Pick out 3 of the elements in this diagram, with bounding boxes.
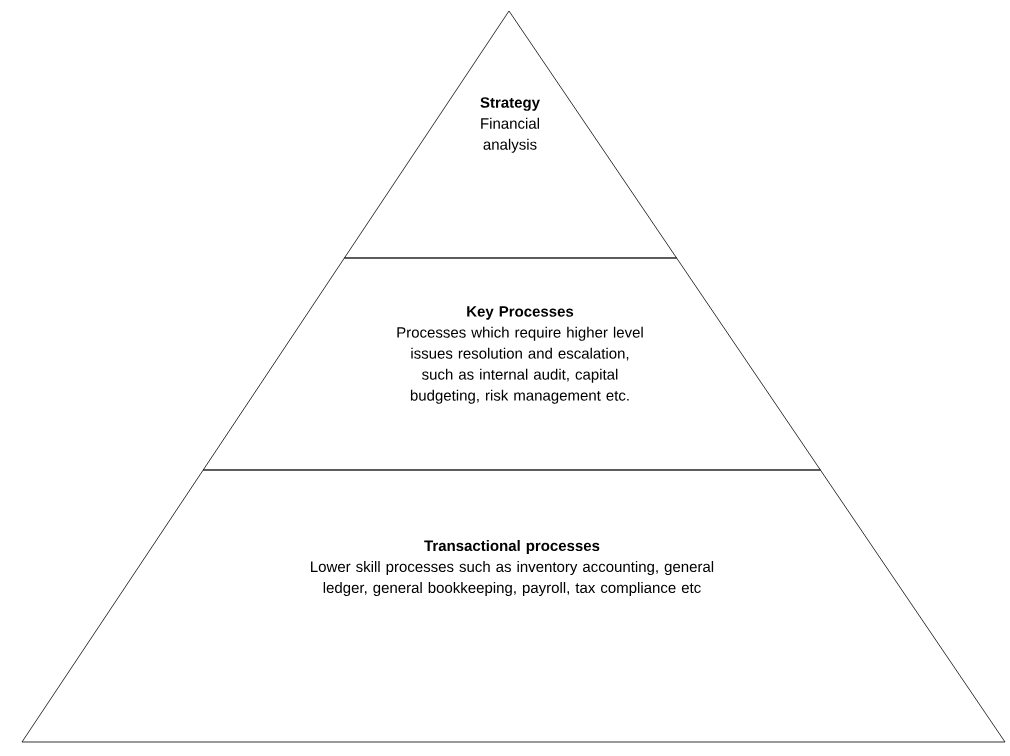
pyramid-band: Key Processes Processes which require higher level issues resolution and escalation, such as internal audit, capital budgeting, risk management etc.	[202, 257, 821, 471]
pyramid-band: Strategy Financial analysis	[344, 10, 677, 259]
pyramid-band: Transactional processes Lower skill processes such as inventory accounting, general ledger, general bookkeeping, payroll, tax compliance etc	[21, 469, 1006, 743]
